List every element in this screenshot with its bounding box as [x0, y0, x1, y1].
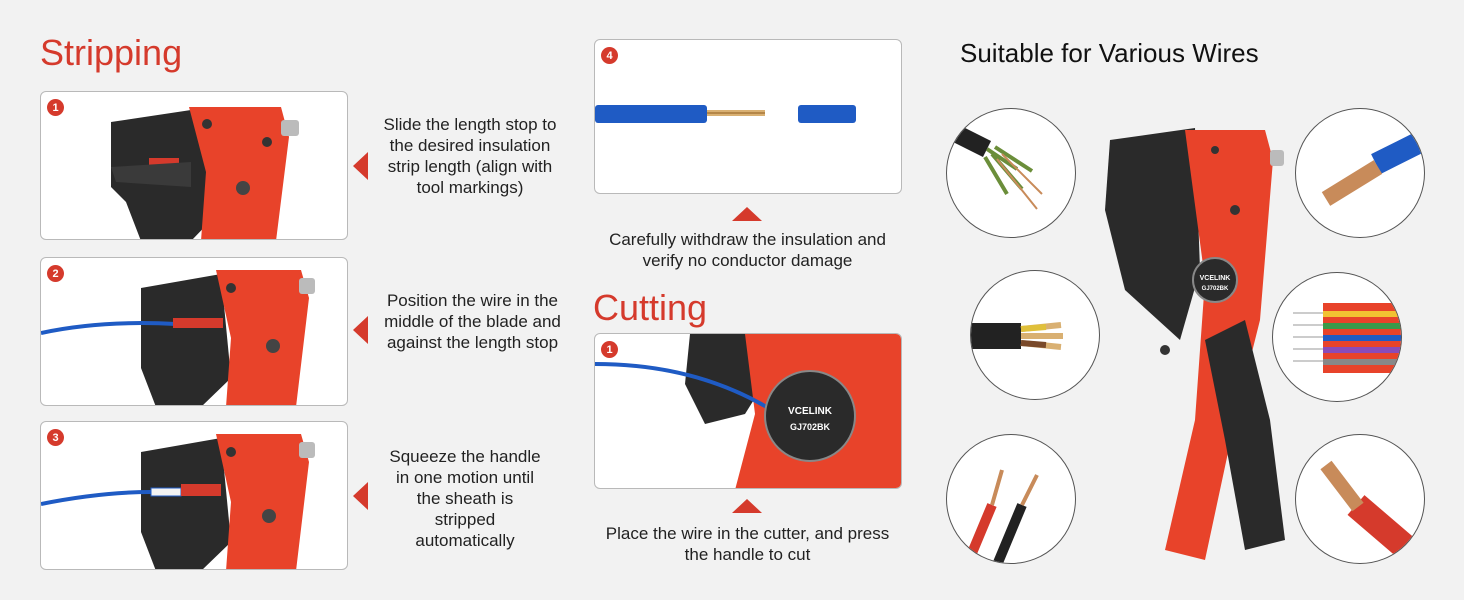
strip-step-1-caption: Slide the length stop to the desired ins…	[383, 115, 557, 197]
tool-jaw-illustration	[111, 107, 299, 239]
strip-step-1-panel: 1	[40, 91, 348, 240]
arrow-left-icon	[353, 152, 368, 180]
strip-step-3-panel: 3	[40, 421, 348, 570]
step-badge: 1	[47, 99, 64, 116]
stripped-wire-illustration	[595, 105, 856, 123]
tool-squeeze-illustration	[41, 434, 315, 569]
strip-step-2-caption: Position the wire in the middle of the b…	[384, 291, 561, 352]
step-badge: 3	[47, 429, 64, 446]
wire-stripper-tool-illustration: VCELINK GJ702BK	[1105, 128, 1285, 560]
stripping-title: Stripping	[40, 32, 183, 73]
ribbon-cable-circle	[1272, 272, 1402, 402]
cutting-title: Cutting	[593, 287, 708, 328]
wires-title: Suitable for Various Wires	[960, 38, 1259, 68]
step-badge: 2	[47, 265, 64, 282]
arrow-left-icon	[353, 482, 368, 510]
step-badge: 4	[601, 47, 618, 64]
tool-wire-position-illustration	[41, 270, 315, 405]
single-wire-circle	[1295, 434, 1425, 564]
arrow-up-icon	[732, 207, 762, 221]
strip-step-3-caption: Squeeze the handle in one motion until t…	[389, 447, 541, 550]
cut-step-1-caption: Place the wire in the cutter, and press …	[605, 524, 890, 564]
strip-step-4-panel: 4	[594, 39, 902, 194]
arrow-left-icon	[353, 316, 368, 344]
brand-label: VCELINK	[788, 406, 833, 417]
strip-step-2-panel: 2	[40, 257, 348, 406]
cutter-illustration: VCELINK GJ702BK	[595, 334, 901, 488]
network-cable-circle	[946, 108, 1076, 238]
twin-wire-circle	[946, 434, 1076, 564]
brand-label: VCELINK	[1200, 275, 1231, 282]
cut-step-1-panel: 1 VCELINK GJ702BK	[594, 333, 902, 489]
strip-step-4-caption: Carefully withdraw the insulation and ve…	[609, 230, 886, 270]
step-badge: 1	[601, 341, 618, 358]
model-label: GJ702BK	[1202, 286, 1229, 292]
power-cable-circle	[970, 270, 1100, 400]
arrow-up-icon	[732, 499, 762, 513]
model-label: GJ702BK	[790, 422, 831, 432]
copper-wire-circle	[1295, 108, 1425, 238]
